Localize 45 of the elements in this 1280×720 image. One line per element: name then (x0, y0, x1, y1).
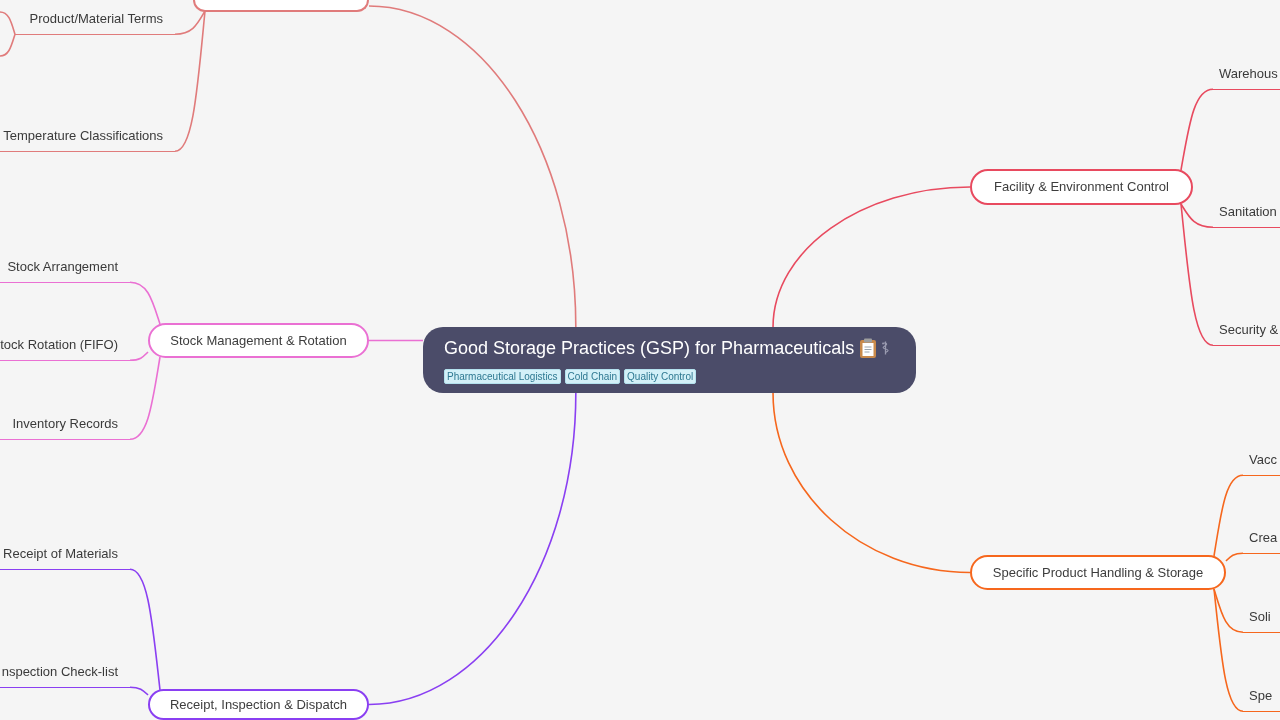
subtopic-label: Vacc (1243, 450, 1280, 476)
connector-line (1180, 88, 1214, 171)
subtopic-label: Warehous (1213, 64, 1280, 90)
subtopic-label: Soli (1243, 607, 1280, 633)
connector-line (129, 351, 149, 362)
branch-topic: Facility & Environment Control (970, 169, 1193, 205)
branch-topic: Specific Product Handling & Storage (970, 555, 1226, 590)
branch-topic: Stock Management & Rotation (148, 323, 369, 358)
connector-line (129, 686, 149, 696)
connector-line (772, 186, 971, 328)
connector-line (1180, 203, 1214, 347)
subtopic-label: Temperature Classifications (0, 126, 175, 152)
subtopic-label: nspection Check-list (0, 662, 130, 688)
connector-line (174, 10, 206, 36)
subtopic-label: Product/Material Terms (15, 9, 175, 35)
topic-title: Good Storage Practices (GSP) for Pharmaceuticals (444, 337, 855, 359)
subtopic-label: Inventory Records (0, 414, 130, 440)
connector-line (368, 392, 577, 706)
branch-topic: Receipt, Inspection & Dispatch (148, 689, 369, 720)
connector-line (1213, 588, 1244, 634)
connector-line (129, 568, 161, 691)
subtopic-label: Spe (1243, 686, 1280, 712)
connector-line (1213, 474, 1244, 557)
keyword-tag: Pharmaceutical Logistics (444, 369, 561, 384)
connector-line (1213, 588, 1244, 713)
connector-line (174, 10, 206, 153)
connector-line (368, 5, 577, 328)
connector-line (0, 11, 16, 36)
subtopic-label: Crea (1243, 528, 1280, 554)
subtopic-label: Receipt of Materials (0, 544, 130, 570)
connector-line (0, 33, 16, 57)
central-topic (423, 327, 916, 393)
keyword-tag: Cold Chain (564, 369, 621, 384)
connector-line (1225, 552, 1244, 562)
topic-box (193, 0, 369, 12)
connector-line (368, 339, 424, 342)
connector-line (772, 392, 971, 574)
subtopic-label: Security & (1213, 320, 1280, 346)
subtopic-label: tock Rotation (FIFO) (0, 335, 130, 361)
connector-line (129, 281, 161, 325)
connector-line (129, 356, 161, 441)
connector-line (1180, 203, 1214, 229)
keyword-tag: Quality Control (624, 369, 697, 384)
subtopic-label: Sanitation (1213, 202, 1280, 228)
subtopic-label: Stock Arrangement (0, 257, 130, 283)
